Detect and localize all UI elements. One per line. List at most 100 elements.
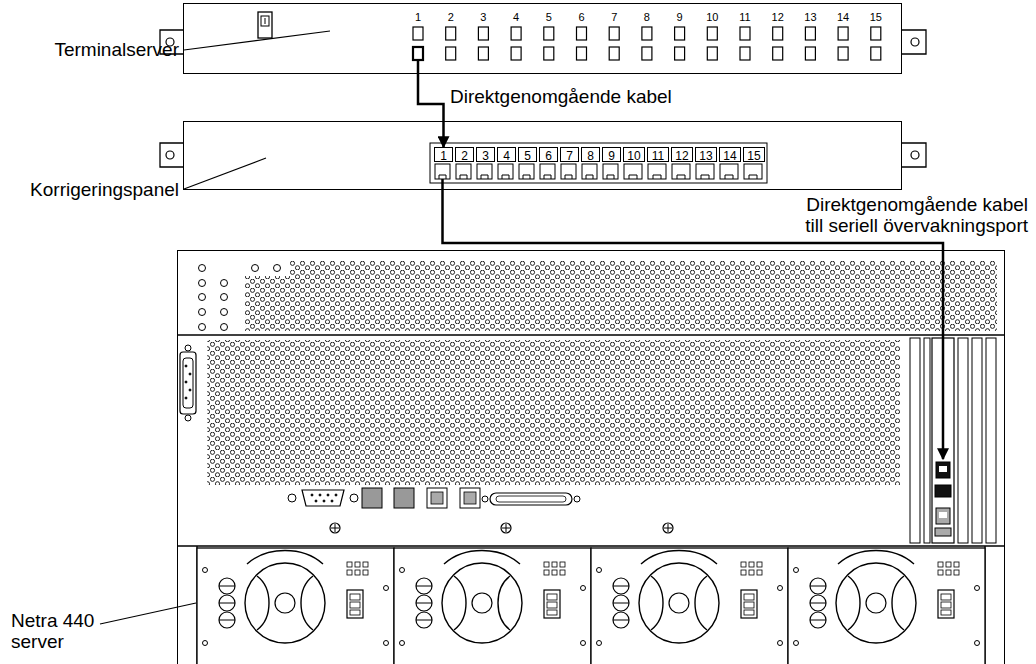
patch-panel-drawing bbox=[430, 143, 767, 183]
port-number: 11 bbox=[652, 150, 664, 163]
server-drawing bbox=[331, 524, 339, 532]
terminal-server-drawing bbox=[413, 27, 423, 60]
server-drawing bbox=[327, 494, 329, 496]
server-drawing bbox=[274, 265, 281, 272]
server-drawing bbox=[460, 488, 480, 508]
patch-panel: 123456789101112131415Korrigeringspanel bbox=[183, 121, 902, 190]
patch-panel-drawing bbox=[477, 164, 492, 179]
patch-panel-drawing bbox=[540, 164, 555, 179]
port-number: 7 bbox=[611, 11, 617, 23]
patch-panel-drawing bbox=[603, 164, 618, 179]
port-number: 3 bbox=[480, 11, 486, 23]
port-number: 5 bbox=[524, 150, 531, 163]
terminal-server-drawing bbox=[675, 27, 685, 60]
port-number: 10 bbox=[706, 11, 718, 23]
server-drawing bbox=[935, 528, 951, 536]
terminal-server-drawing bbox=[773, 27, 783, 60]
server-drawing bbox=[958, 338, 968, 543]
server-drawing bbox=[986, 338, 996, 543]
server-drawing bbox=[394, 488, 414, 508]
leader-line bbox=[100, 603, 196, 624]
terminal-server-drawing bbox=[258, 12, 272, 38]
port-number: 12 bbox=[772, 11, 784, 23]
server-drawing bbox=[290, 261, 997, 276]
server-drawing bbox=[323, 500, 325, 502]
server-drawing bbox=[924, 338, 930, 543]
server-drawing bbox=[245, 276, 997, 331]
server-drawing bbox=[664, 524, 672, 532]
server-drawing bbox=[252, 265, 259, 272]
patch-panel-drawing bbox=[582, 164, 597, 179]
port-number: 15 bbox=[870, 11, 882, 23]
server-drawing bbox=[936, 462, 950, 478]
server-drawing bbox=[189, 373, 191, 375]
server-drawing bbox=[788, 548, 985, 664]
terminal-server-drawing bbox=[160, 12, 926, 74]
server-drawing bbox=[663, 523, 673, 533]
server-drawing bbox=[490, 493, 572, 505]
port-number: 8 bbox=[644, 11, 650, 23]
port-number: 11 bbox=[739, 11, 750, 23]
server-drawing bbox=[464, 492, 476, 504]
server-drawing bbox=[319, 494, 321, 496]
port-number: 12 bbox=[675, 150, 688, 163]
port-number: 4 bbox=[503, 150, 510, 163]
server-drawing bbox=[189, 389, 191, 391]
server-drawing bbox=[221, 294, 228, 301]
port-number: 1 bbox=[440, 150, 447, 163]
port-number: 13 bbox=[699, 150, 712, 163]
patch-panel-drawing bbox=[160, 143, 926, 190]
patch-panel-drawing bbox=[441, 179, 444, 190]
terminal-server-drawing bbox=[478, 27, 488, 60]
leader-line bbox=[184, 158, 266, 189]
terminal-server-drawing bbox=[417, 60, 420, 74]
server-drawing bbox=[330, 523, 340, 533]
server-drawing bbox=[935, 485, 951, 497]
port-number-box: 9 bbox=[602, 147, 621, 162]
server-drawing bbox=[177, 334, 1005, 336]
server-drawing bbox=[183, 358, 193, 408]
port-number: 13 bbox=[804, 11, 816, 23]
port-number-box: 15 bbox=[743, 147, 765, 162]
server-drawing bbox=[207, 340, 900, 485]
port-number: 9 bbox=[608, 150, 615, 163]
leader-line bbox=[100, 31, 330, 624]
port-number-box: 14 bbox=[719, 147, 741, 162]
cable bbox=[418, 74, 444, 147]
server-drawing bbox=[496, 496, 566, 502]
terminal-server-drawing bbox=[446, 27, 456, 60]
server-drawing bbox=[939, 512, 947, 518]
server-drawing bbox=[221, 309, 228, 316]
port-number: 4 bbox=[513, 11, 519, 23]
port-number-box: 7 bbox=[560, 147, 579, 162]
server-drawing bbox=[185, 397, 187, 399]
port-number: 5 bbox=[546, 11, 552, 23]
terminal-server-drawing bbox=[609, 27, 619, 60]
server-drawing bbox=[591, 548, 788, 664]
patch-panel-drawing bbox=[720, 164, 738, 179]
port-number-box: 10 bbox=[623, 147, 645, 162]
terminal-server-drawing bbox=[740, 27, 750, 60]
terminal-server-drawing bbox=[413, 47, 423, 60]
server-drawing bbox=[177, 545, 1005, 547]
patch-panel-drawing bbox=[166, 151, 174, 159]
port-number: 2 bbox=[448, 11, 454, 23]
server-drawing bbox=[350, 494, 358, 502]
port-number: 10 bbox=[627, 150, 640, 163]
server-drawing bbox=[199, 324, 206, 331]
device-label: Korrigeringspanel bbox=[30, 179, 179, 200]
server-drawing bbox=[335, 494, 337, 496]
patch-panel-drawing bbox=[435, 164, 450, 179]
port-number-box: 5 bbox=[518, 147, 537, 162]
server-drawing bbox=[177, 261, 1005, 664]
server-drawing bbox=[362, 488, 382, 508]
server-drawing bbox=[288, 494, 296, 502]
terminal-server-drawing bbox=[642, 27, 652, 60]
port-number-box: 8 bbox=[581, 147, 600, 162]
terminal-server-drawing bbox=[805, 27, 815, 60]
terminal-server-drawing bbox=[577, 27, 587, 60]
server-drawing bbox=[221, 324, 228, 331]
server-drawing bbox=[910, 338, 920, 543]
port-number-box: 6 bbox=[539, 147, 558, 162]
